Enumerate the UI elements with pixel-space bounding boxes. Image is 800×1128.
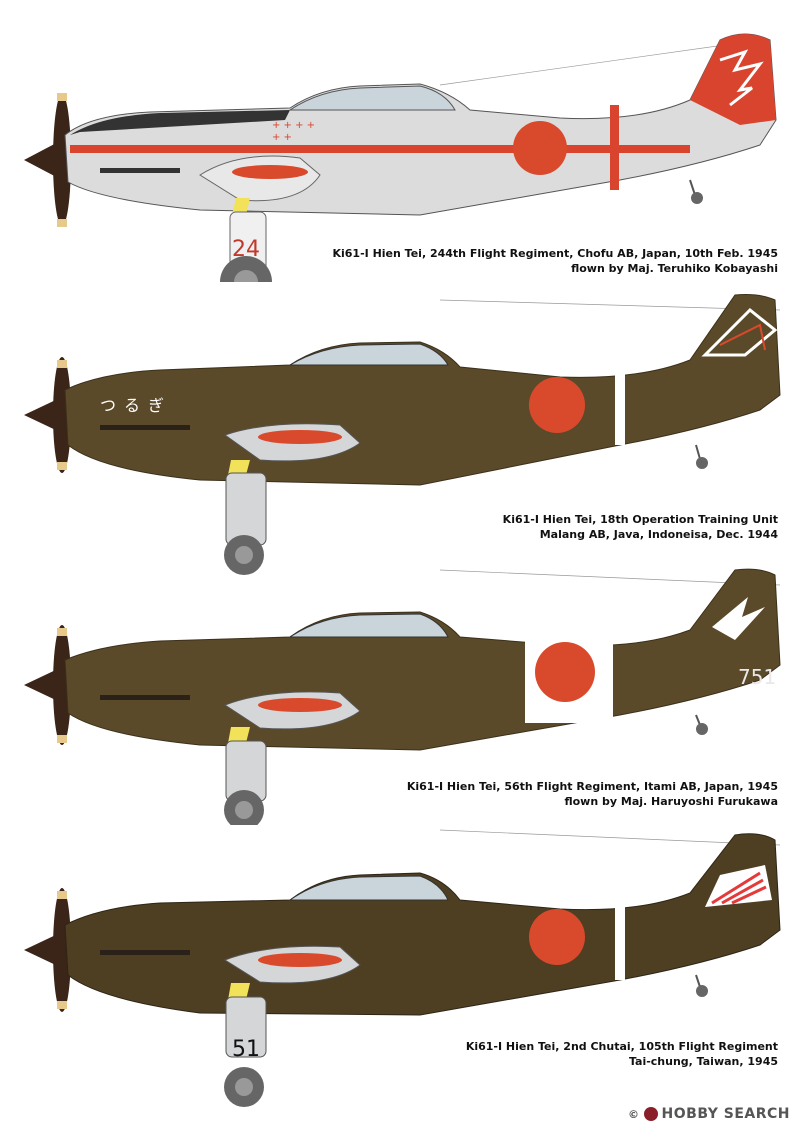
svg-text:+ +: + + — [272, 132, 292, 143]
caption-2-line2: Malang AB, Java, Indoneisa, Dec. 1944 — [539, 528, 778, 541]
watermark-text: HOBBY SEARCH — [661, 1106, 790, 1122]
plate-3: 751 Ki61-I Hien Tei, 56th Flight Regimen… — [0, 555, 800, 825]
caption-3: Ki61-I Hien Tei, 56th Flight Regiment, I… — [407, 779, 778, 809]
tail-number-751: 751 — [738, 665, 777, 689]
caption-4-line1: Ki61-I Hien Tei, 2nd Chutai, 105th Fligh… — [465, 1040, 778, 1053]
nose-text: つるぎ — [100, 396, 173, 415]
plate-2: つるぎ Ki61-I Hien Tei, 18th Operation Trai… — [0, 285, 800, 575]
aircraft-profile-1: + + + + + + — [24, 33, 777, 282]
svg-text:+ + + +: + + + + — [272, 120, 315, 131]
hobby-search-watermark: © HOBBY SEARCH — [628, 1106, 790, 1122]
aircraft-profile-4 — [24, 829, 781, 1107]
aircraft-profile-2 — [24, 294, 781, 575]
caption-3-line1: Ki61-I Hien Tei, 56th Flight Regiment, I… — [406, 780, 778, 793]
plate-4: 51 Ki61-I Hien Tei, 2nd Chutai, 105th Fl… — [0, 825, 800, 1128]
caption-1: Ki61-I Hien Tei, 244th Flight Regiment, … — [332, 246, 778, 276]
caption-1-line2: flown by Maj. Teruhiko Kobayashi — [571, 262, 778, 275]
gear-number-51: 51 — [232, 1037, 260, 1062]
aircraft-profile-3 — [24, 568, 781, 825]
plate-1: + + + + + + 24 Ki61-I Hien Tei, 244th Fl… — [0, 0, 800, 282]
caption-1-line1: Ki61-I Hien Tei, 244th Flight Regiment, … — [332, 247, 778, 260]
copyright-symbol: © — [628, 1107, 640, 1121]
caption-3-line2: flown by Maj. Haruyoshi Furukawa — [564, 795, 778, 808]
caption-2: Ki61-I Hien Tei, 18th Operation Training… — [503, 512, 778, 542]
caption-2-line1: Ki61-I Hien Tei, 18th Operation Training… — [502, 513, 778, 526]
hobby-search-logo-icon — [643, 1107, 658, 1121]
caption-4-line2: Tai-chung, Taiwan, 1945 — [628, 1055, 778, 1068]
caption-4: Ki61-I Hien Tei, 2nd Chutai, 105th Fligh… — [466, 1039, 778, 1069]
gear-number-24: 24 — [232, 237, 260, 262]
